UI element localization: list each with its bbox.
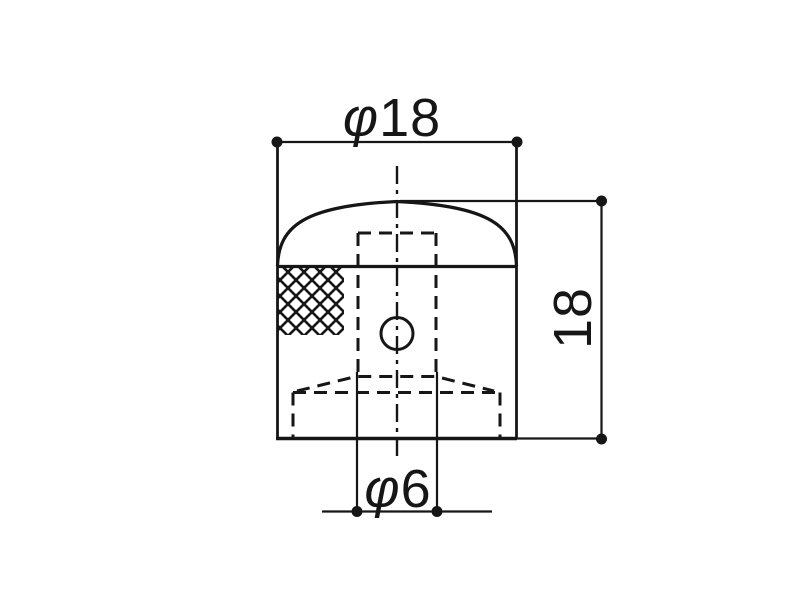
hidden-recess-taper (296, 375, 495, 393)
dot-height-top (596, 195, 607, 207)
knurl-hatch-patch (278, 267, 344, 335)
dot-height-bottom (596, 433, 607, 445)
hidden-lines-group (291, 231, 502, 438)
bottom-hole-diameter-label: φ6 (364, 459, 432, 519)
set-screw-hole-circle (379, 316, 415, 351)
dot-hole-left (351, 506, 363, 517)
dimension-lines-group (277, 140, 603, 513)
side-height-label: 18 (543, 286, 603, 350)
knob-outline-group (275, 142, 519, 441)
dome-top-curve (275, 199, 519, 267)
dot-hole-right (431, 506, 443, 517)
top-diameter-label: φ18 (342, 88, 442, 148)
dimension-dots-group (271, 136, 607, 517)
